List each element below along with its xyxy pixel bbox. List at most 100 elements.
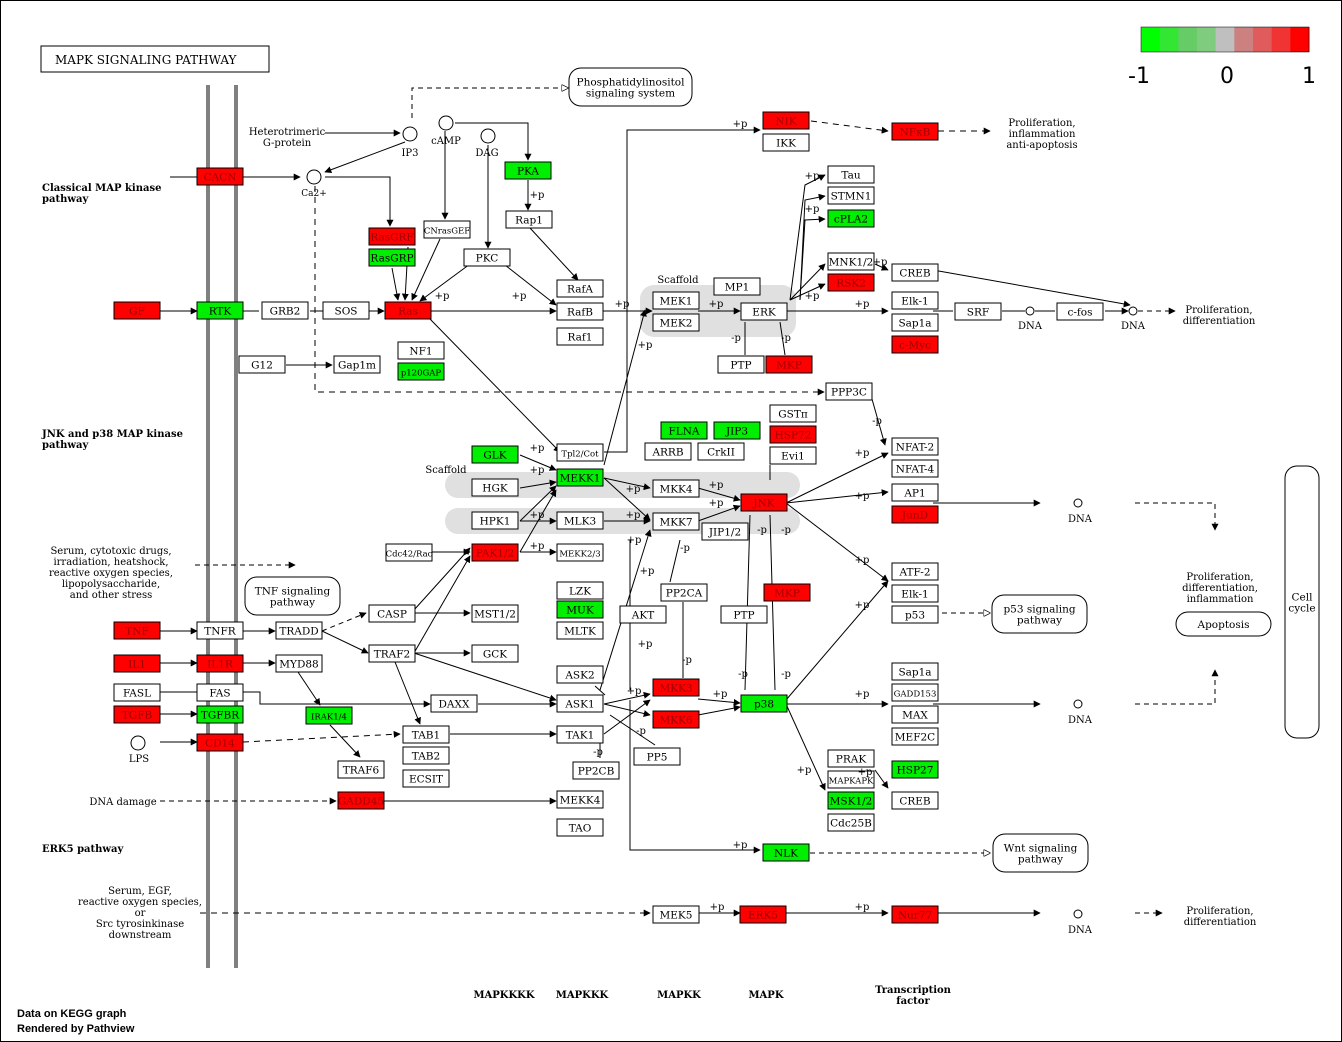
gene-node-arrb[interactable]: ARRB [644, 442, 692, 461]
gene-node-gf[interactable]: GF [113, 301, 161, 320]
gene-node-il1[interactable]: IL1 [113, 654, 161, 673]
gene-node-erk5[interactable]: ERK5 [739, 905, 787, 924]
gene-node-cdc25b[interactable]: Cdc25B [827, 813, 875, 832]
gene-node-mekk23[interactable]: MEKK2/3 [556, 543, 604, 562]
gene-node-jund[interactable]: JunD [891, 505, 939, 524]
gene-node-hsp72[interactable]: HSP72 [769, 425, 817, 444]
gene-node-tgfb[interactable]: TGFB [113, 705, 161, 724]
gene-node-nfkb[interactable]: NFκB [891, 122, 939, 141]
gene-node-gck[interactable]: GCK [471, 644, 519, 663]
gene-node-gap1m[interactable]: Gap1m [333, 355, 381, 374]
gene-node-tnf[interactable]: TNF [113, 621, 161, 640]
gene-node-mekk4[interactable]: MEKK4 [556, 790, 604, 809]
gene-node-mek5[interactable]: MEK5 [652, 905, 700, 924]
gene-node-mekk1[interactable]: MEKK1 [556, 468, 604, 487]
gene-node-max[interactable]: MAX [891, 705, 939, 724]
gene-node-g12[interactable]: G12 [238, 355, 286, 374]
gene-node-ecsit[interactable]: ECSIT [402, 769, 450, 788]
gene-node-msk12[interactable]: MSK1/2 [827, 791, 875, 810]
gene-node-pp5[interactable]: PP5 [633, 747, 681, 766]
gene-node-cdc42[interactable]: Cdc42/Rac [385, 543, 433, 562]
gene-node-crkii[interactable]: CrkII [697, 442, 745, 461]
gene-node-pkc[interactable]: PKC [463, 248, 511, 267]
gene-node-jnk[interactable]: JNK [740, 493, 788, 512]
gene-node-rtk[interactable]: RTK [196, 301, 244, 320]
gene-node-elk1b[interactable]: Elk-1 [891, 584, 939, 603]
gene-node-nlk[interactable]: NLK [762, 843, 810, 862]
gene-node-p38[interactable]: p38 [740, 694, 788, 713]
gene-node-p53[interactable]: p53 [891, 605, 939, 624]
gene-node-mkk6[interactable]: MKK6 [652, 710, 700, 729]
gene-node-ptp1[interactable]: PTP [717, 355, 765, 374]
gene-node-myd88[interactable]: MYD88 [275, 654, 323, 673]
gene-node-sap1a[interactable]: Sap1a [891, 313, 939, 332]
gene-node-pak12[interactable]: PAK1/2 [471, 543, 519, 562]
gene-node-traf6[interactable]: TRAF6 [337, 760, 385, 779]
gene-node-flna[interactable]: FLNA [660, 421, 708, 440]
gene-node-nfat4[interactable]: NFAT-4 [891, 459, 939, 478]
gene-node-nik[interactable]: NIK [762, 111, 810, 130]
gene-node-lzk[interactable]: LZK [556, 581, 604, 600]
gene-node-mkp2[interactable]: MKP [763, 583, 811, 602]
gene-node-rasgrp[interactable]: RasGRP [368, 248, 416, 267]
gene-node-hpk1[interactable]: HPK1 [471, 511, 519, 530]
gene-node-creb2[interactable]: CREB [891, 791, 939, 810]
gene-node-stmn1[interactable]: STMN1 [827, 186, 875, 205]
gene-node-akt[interactable]: AKT [619, 605, 667, 624]
gene-node-nur77[interactable]: Nur77 [891, 905, 939, 924]
gene-node-grb2[interactable]: GRB2 [261, 301, 309, 320]
gene-node-rsk2[interactable]: RSK2 [827, 273, 875, 292]
gene-node-ppp3c[interactable]: PPP3C [825, 382, 873, 401]
gene-node-rasgrf[interactable]: RasGRF [368, 227, 416, 246]
gene-node-glk[interactable]: GLK [471, 445, 519, 464]
gene-node-atf2[interactable]: ATF-2 [891, 562, 939, 581]
gene-node-traf2[interactable]: TRAF2 [368, 644, 416, 663]
gene-node-tpl2[interactable]: Tpl2/Cot [556, 443, 604, 462]
gene-node-mkk3[interactable]: MKK3 [652, 678, 700, 697]
gene-node-hsp27[interactable]: HSP27 [891, 760, 939, 779]
gene-node-mapkapk[interactable]: MAPKAPK [827, 770, 875, 789]
gene-node-elk1[interactable]: Elk-1 [891, 291, 939, 310]
gene-node-pka[interactable]: PKA [504, 161, 552, 180]
gene-node-gstpi[interactable]: GSTπ [769, 404, 817, 423]
gene-node-creb1[interactable]: CREB [891, 263, 939, 282]
gene-node-raf1[interactable]: Raf1 [556, 327, 604, 346]
gene-node-rap1[interactable]: Rap1 [505, 210, 553, 229]
gene-node-il1r[interactable]: IL1R [196, 654, 244, 673]
gene-node-gadd45[interactable]: GADD45 [337, 791, 385, 810]
gene-node-gadd153[interactable]: GADD153 [891, 683, 939, 702]
gene-node-cfos[interactable]: c-fos [1056, 302, 1104, 321]
gene-node-nfat2[interactable]: NFAT-2 [891, 437, 939, 456]
gene-node-mek1[interactable]: MEK1 [652, 291, 700, 310]
gene-node-mef2c[interactable]: MEF2C [891, 727, 939, 746]
gene-node-cpla2[interactable]: cPLA2 [827, 209, 875, 228]
gene-node-p120gap[interactable]: p120GAP [397, 362, 445, 381]
gene-node-cmyc[interactable]: c-Myc [891, 335, 939, 354]
gene-node-tradd[interactable]: TRADD [275, 621, 323, 640]
gene-node-mlk3[interactable]: MLK3 [556, 511, 604, 530]
gene-node-ask2[interactable]: ASK2 [556, 665, 604, 684]
gene-node-prak[interactable]: PRAK [827, 749, 875, 768]
gene-node-pp2ca[interactable]: PP2CA [660, 583, 708, 602]
gene-node-tgfbr[interactable]: TGFBR [196, 705, 244, 724]
gene-node-ap1[interactable]: AP1 [891, 483, 939, 502]
gene-node-sap1ab[interactable]: Sap1a [891, 662, 939, 681]
gene-node-daxx[interactable]: DAXX [430, 694, 478, 713]
gene-node-cnrasgef[interactable]: CNrasGEF [423, 220, 471, 239]
gene-node-mek2[interactable]: MEK2 [652, 313, 700, 332]
gene-node-casp[interactable]: CASP [368, 604, 416, 623]
gene-node-rafa[interactable]: RafA [556, 279, 604, 298]
gene-node-jip3[interactable]: JIP3 [713, 421, 761, 440]
gene-node-evi1[interactable]: Evi1 [769, 446, 817, 465]
gene-node-sos[interactable]: SOS [322, 301, 370, 320]
gene-node-srf[interactable]: SRF [954, 302, 1002, 321]
gene-node-tnfr[interactable]: TNFR [196, 621, 244, 640]
gene-node-fas[interactable]: FAS [196, 683, 244, 702]
gene-node-tab1[interactable]: TAB1 [402, 725, 450, 744]
gene-node-tak1[interactable]: TAK1 [556, 725, 604, 744]
pathway-link-apoptosis[interactable]: Apoptosis [1175, 611, 1272, 637]
